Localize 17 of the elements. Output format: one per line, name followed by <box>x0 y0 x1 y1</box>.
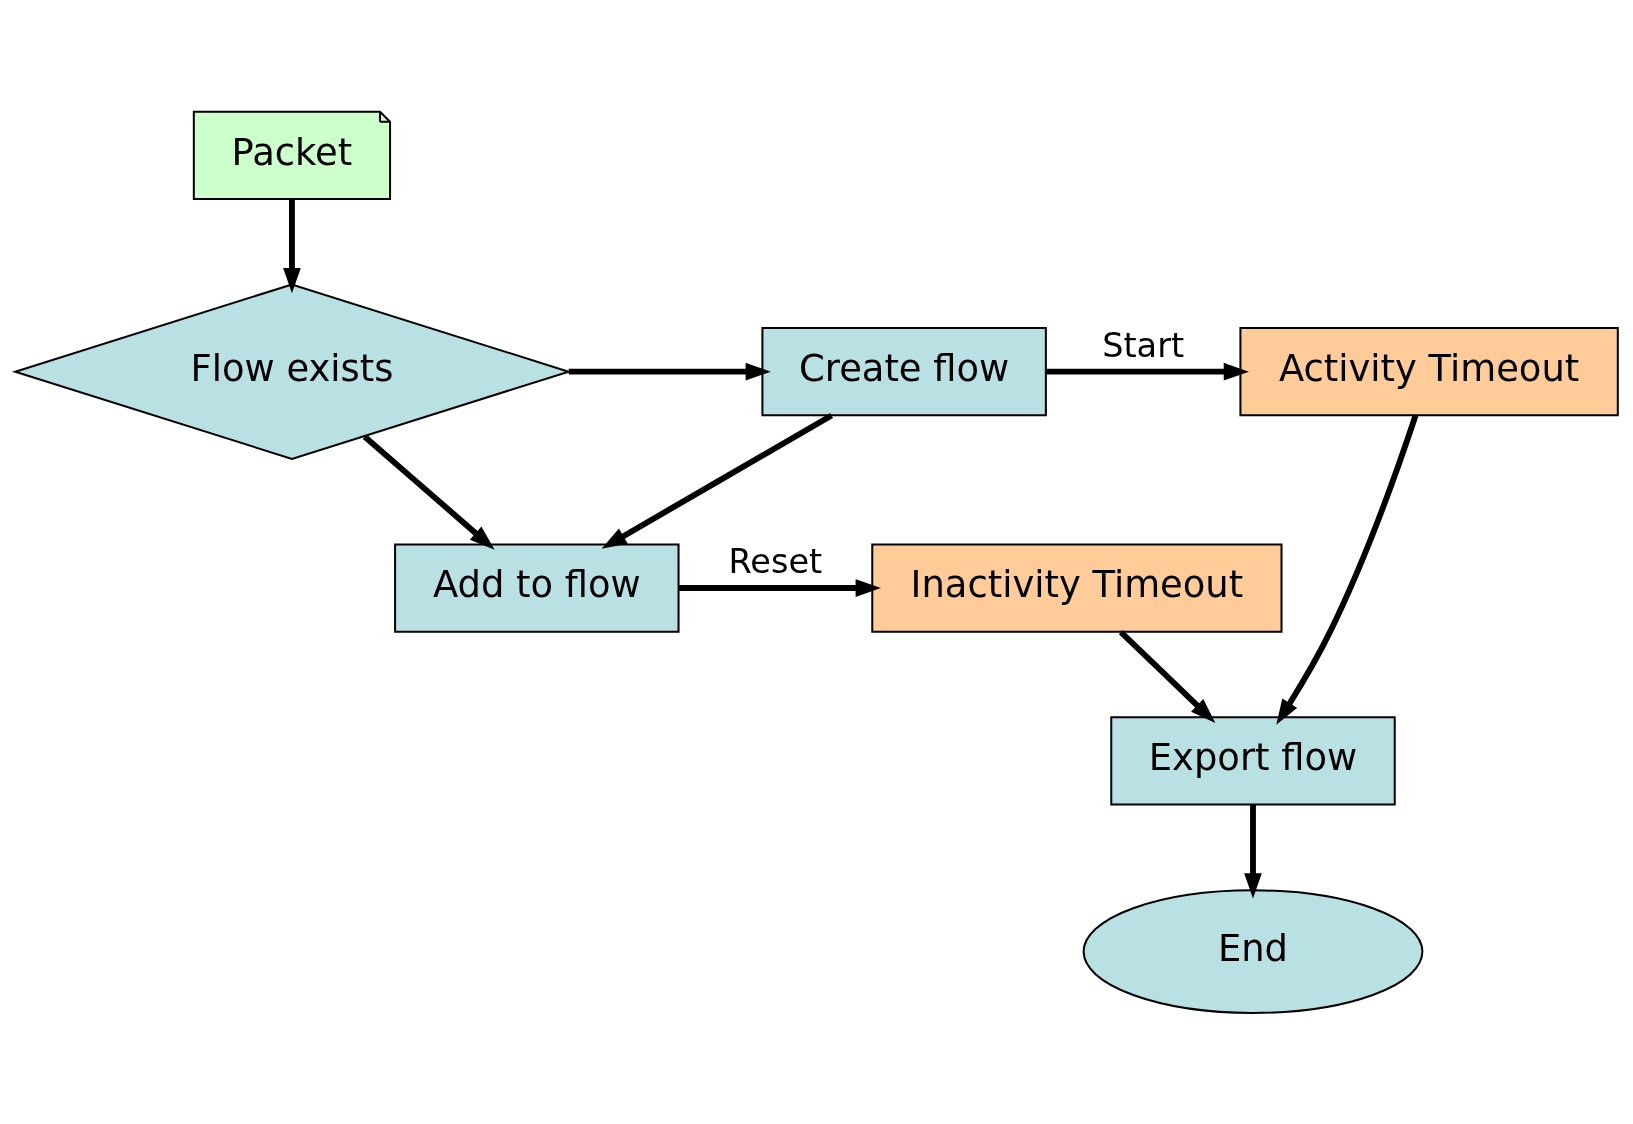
node-box: Activity Timeout <box>1239 326 1619 416</box>
node-box: Export flow <box>1110 715 1396 805</box>
arrow <box>1046 362 1249 380</box>
node-box: Inactivity Timeout <box>871 542 1283 633</box>
node-ellipse: End <box>1082 888 1424 1014</box>
arrow <box>1118 629 1216 723</box>
node-box: Add to flow <box>394 542 680 633</box>
edge-label: Start <box>1102 325 1185 365</box>
arrow <box>568 362 771 380</box>
arrow <box>678 578 881 597</box>
edge-label: Reset <box>728 541 823 581</box>
arrow <box>1276 414 1419 725</box>
node-box: Create flow <box>761 326 1047 416</box>
arrow <box>1244 804 1262 898</box>
arrow <box>283 198 301 293</box>
arrow <box>362 433 495 550</box>
arrow <box>601 412 834 549</box>
